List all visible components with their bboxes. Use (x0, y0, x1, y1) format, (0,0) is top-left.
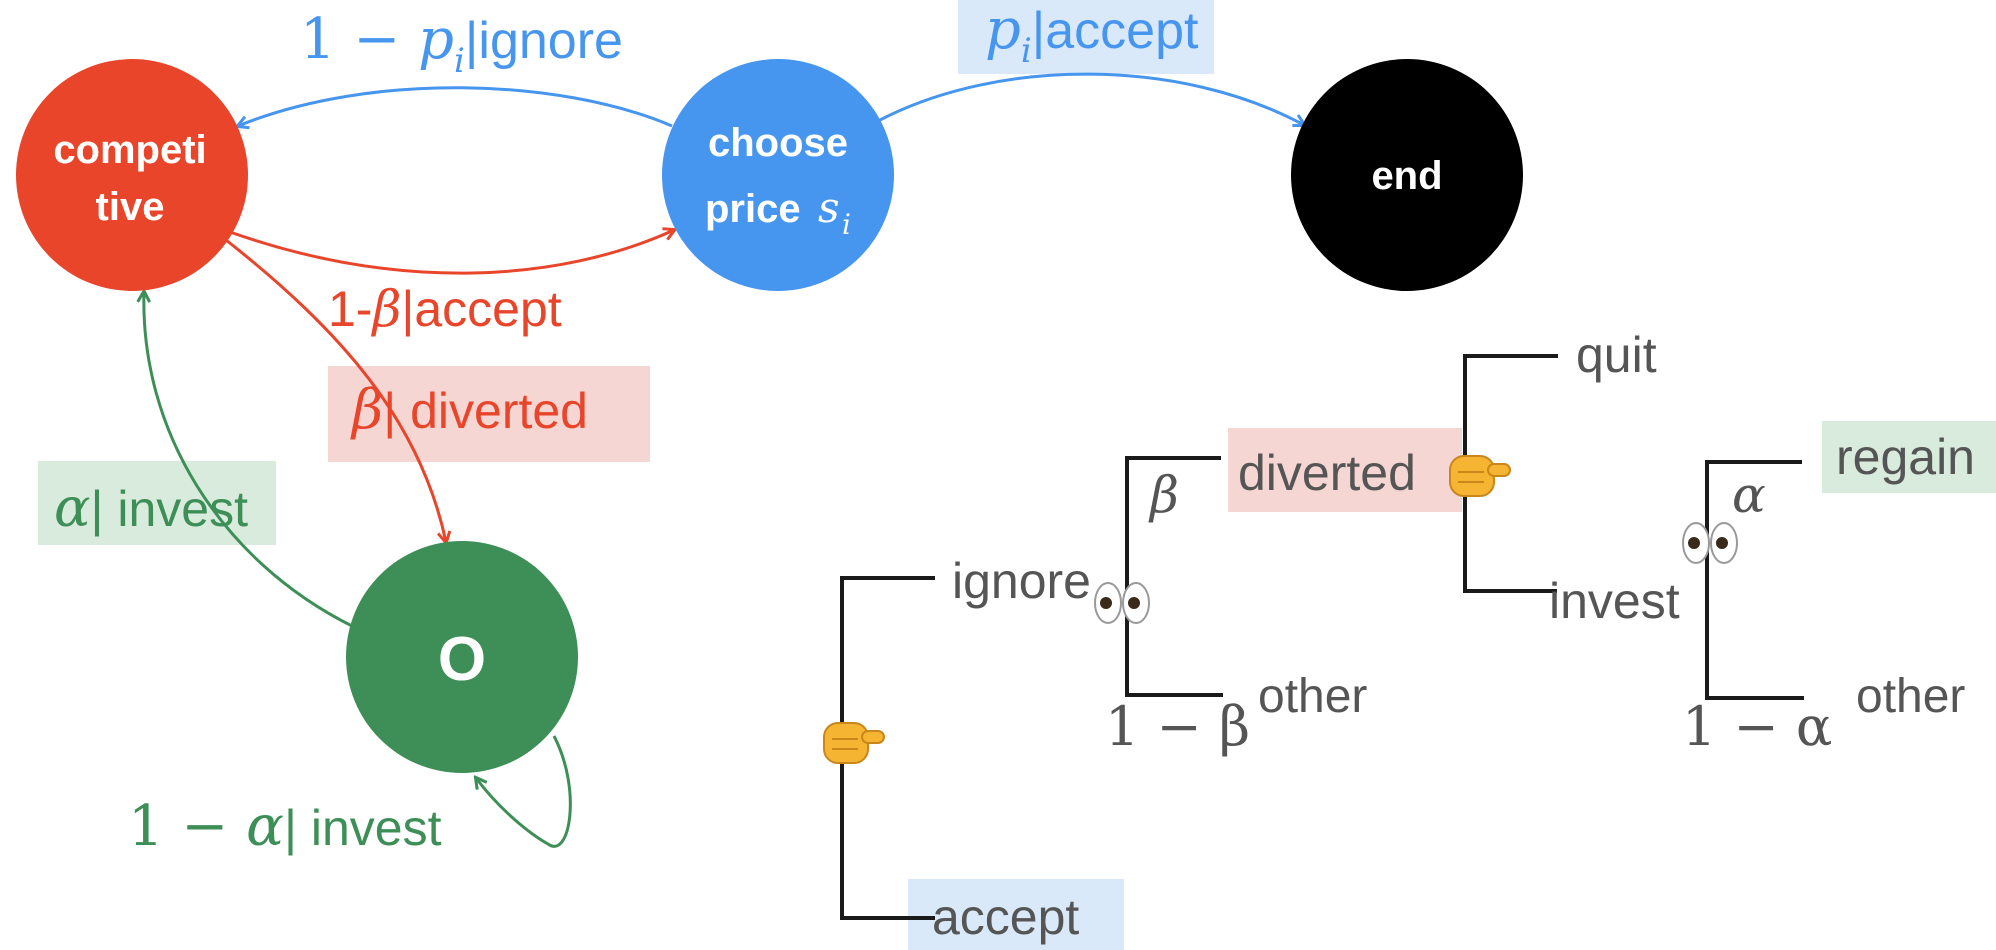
label-invest-var: α (54, 476, 90, 539)
tree-invest: invest (1549, 573, 1680, 629)
svg-text:pi|accept: pi|accept (985, 0, 1199, 71)
node-choose-line1: choose (708, 121, 848, 165)
tree-one-minus-beta: 1 − β (1105, 695, 1250, 758)
label-ignore-prob: 1 − (300, 7, 418, 72)
label-accept-red: 1-β|accept (328, 280, 562, 338)
tree-alpha: α (1732, 466, 1766, 524)
label-ignore-sub: i (454, 41, 465, 81)
node-choose-subscript: i (842, 208, 851, 241)
node-competitive-line2: tive (96, 185, 165, 229)
tree-diverted: diverted (1238, 445, 1416, 501)
edge-o-to-competitive (144, 292, 353, 628)
tree-beta: β (1148, 466, 1179, 524)
svg-text:1-β|accept: 1-β|accept (328, 280, 562, 338)
label-self-invest-var: α (246, 794, 284, 859)
node-competitive-line1: competi (53, 128, 206, 172)
node-choose-symbol: s (818, 183, 840, 232)
invest-label-highlight (38, 461, 276, 545)
label-accept-end-sub: i (1021, 31, 1032, 71)
label-diverted-text: | diverted (383, 383, 588, 439)
label-ignore-var: p (418, 7, 454, 72)
label-self-invest-text: | invest (284, 800, 442, 856)
label-diverted: β| diverted (350, 378, 588, 441)
svg-text:α| invest: α| invest (54, 476, 248, 539)
tree-diverted-highlight (1228, 428, 1462, 512)
edge-choose-to-end (879, 72, 1304, 125)
node-end-label: end (1371, 154, 1442, 198)
tree-accept-highlight (908, 879, 1124, 950)
node-choose-line2: price (705, 187, 801, 231)
fist-hand-icon (1449, 455, 1511, 497)
node-choose-price[interactable]: choose price s i (662, 59, 894, 291)
tree-ignore: ignore (952, 553, 1091, 609)
node-end[interactable]: end (1291, 59, 1523, 291)
svg-text:1 − α| invest: 1 − α| invest (128, 794, 442, 859)
svg-text:β| diverted: β| diverted (350, 378, 588, 441)
tree-regain: regain (1836, 429, 1975, 485)
label-ignore: 1 − pi|ignore (300, 7, 623, 81)
edge-competitive-to-choose (229, 230, 674, 275)
label-accept-red-var: β (370, 280, 401, 338)
tree-other-1: other (1258, 670, 1367, 723)
edge-o-self-loop (476, 735, 572, 848)
node-competitive[interactable]: competi tive (16, 59, 248, 291)
node-o-label: O (438, 625, 486, 694)
label-invest: α| invest (54, 476, 248, 539)
label-self-invest: 1 − α| invest (128, 794, 442, 859)
edge-competitive-to-o (225, 238, 446, 542)
label-accept-end-var: p (985, 0, 1021, 62)
node-o[interactable]: O (346, 541, 578, 773)
label-self-invest-prob: 1 − (128, 794, 246, 859)
label-ignore-text: |ignore (465, 12, 623, 70)
tree-accept: accept (932, 889, 1079, 945)
eyes-icon (1094, 582, 1150, 624)
diverted-label-highlight (328, 366, 650, 462)
tree-one-minus-alpha: 1 − α (1682, 695, 1832, 758)
label-accept-red-pre: 1- (328, 281, 372, 337)
tree-quit: quit (1576, 327, 1657, 383)
label-diverted-var: β (350, 378, 383, 441)
label-accept-end: pi|accept (985, 0, 1199, 71)
tree-other-2: other (1856, 670, 1965, 723)
tree-regain-highlight (1822, 421, 1996, 493)
label-invest-text: | invest (90, 481, 248, 537)
accept-end-highlight (958, 0, 1214, 74)
label-accept-end-text: |accept (1032, 2, 1199, 60)
svg-text:1 − pi|ignore: 1 − pi|ignore (300, 7, 623, 81)
label-accept-red-text: |accept (401, 281, 561, 337)
eyes-icon (1682, 522, 1738, 564)
fist-hand-icon (823, 722, 885, 764)
edge-choose-to-competitive (238, 86, 673, 126)
